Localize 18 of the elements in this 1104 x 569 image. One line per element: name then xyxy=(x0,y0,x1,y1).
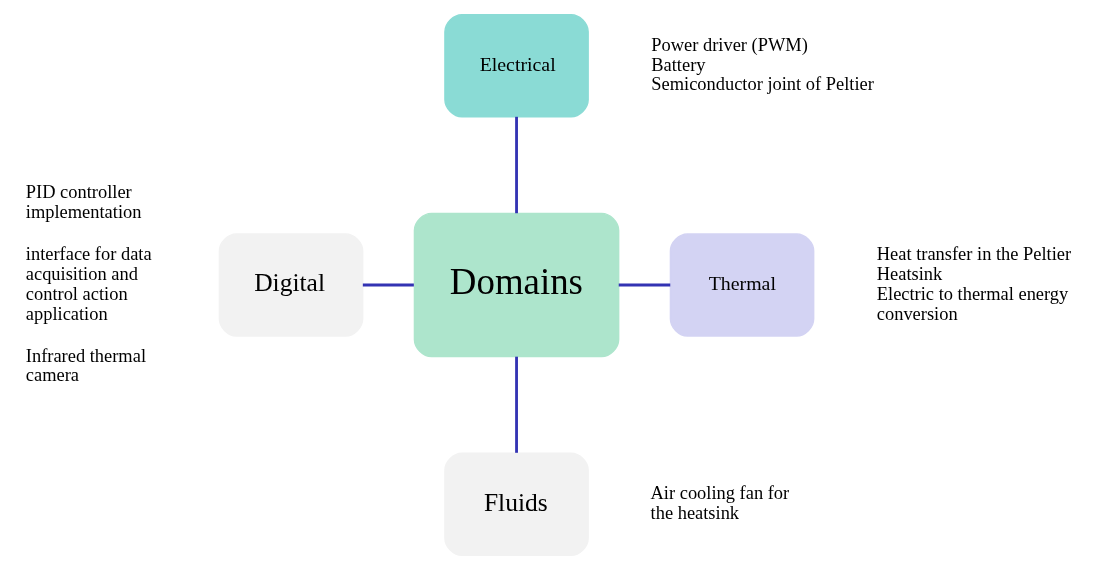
node-label: Battery xyxy=(651,54,706,75)
connector xyxy=(362,283,414,286)
node-label: Power driver (PWM) xyxy=(651,34,808,55)
node-box: Fluids xyxy=(444,452,589,556)
node-label: Air cooling fan for the heatsink xyxy=(650,482,790,523)
connector xyxy=(618,283,671,286)
node-label: Electric to thermal energy conversion xyxy=(876,283,1069,324)
connector xyxy=(515,356,518,453)
node-box: Electrical xyxy=(444,13,589,117)
node-box: Thermal xyxy=(669,232,815,337)
node-box: Digital xyxy=(218,232,364,337)
connector xyxy=(515,116,518,213)
node-label: PID controller implementation xyxy=(25,181,142,222)
node-label: Infrared thermal camera xyxy=(25,345,146,385)
node-box: Domains xyxy=(413,212,620,357)
node-label: interface for data acquisition and control action application xyxy=(25,243,152,324)
node-label: Heatsink xyxy=(876,263,943,284)
node-label: Heat transfer in the Peltier xyxy=(876,243,1072,264)
